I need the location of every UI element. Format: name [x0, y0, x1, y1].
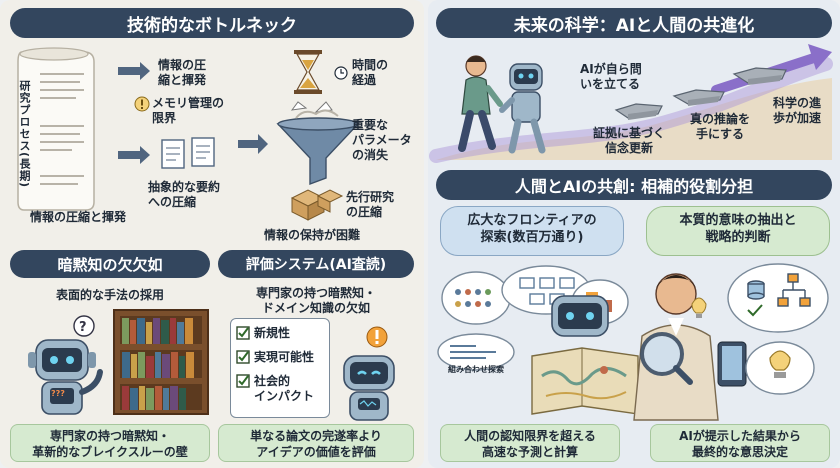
review-title: 評価システム(AI査読)	[218, 250, 414, 278]
scroll-caption: 情報の圧縮と揮発	[30, 210, 127, 224]
arrow-right-icon	[118, 62, 150, 80]
coop-title: 人間とAIの共創: 相補的役割分担	[436, 170, 832, 200]
thought-cloud-icon	[727, 263, 829, 395]
prior-work-label: 先行研究 の圧縮	[346, 190, 395, 219]
robot-icon	[343, 355, 395, 421]
tacit-subtitle: 表面的な手法の採用	[55, 288, 164, 302]
review-footer: 単なる論文の完遂率より アイデアの価値を評価	[218, 424, 414, 462]
svg-text:?: ?	[79, 320, 87, 335]
scroll-label: 研究プロセス(長期)	[18, 80, 31, 189]
tablet-icon	[717, 341, 747, 387]
human-footer: AIが提示した結果から 最終的な意思決定	[650, 424, 830, 462]
true-reasoning-label: 真の推論を 手にする	[689, 112, 750, 141]
retention-label: 情報の保持が困難	[264, 228, 361, 242]
robot-icon: ?	[28, 315, 103, 415]
future-title: 未来の科学：AIと人間の共進化	[436, 8, 832, 38]
robot-screen-text: ???	[51, 389, 65, 398]
hourglass-icon	[294, 50, 322, 94]
evidence-update-label: 証拠に基づく 信念更新	[592, 126, 665, 155]
checkbox-checked-icon	[236, 374, 250, 388]
memory-limit-label: メモリ管理の 限界	[152, 96, 225, 125]
clock-icon	[334, 66, 348, 80]
abstract-summary-label: 抽象的な要約 への圧縮	[148, 180, 221, 209]
warning-icon	[134, 96, 150, 112]
bookshelf-icon	[113, 309, 209, 415]
tacit-title: 暗黙知の欠欠如	[10, 250, 210, 278]
package-icon	[290, 189, 344, 221]
arrow-right-icon	[118, 146, 150, 164]
person-icon	[458, 55, 503, 152]
review-subtitle: 専門家の持つ暗黙知・ ドメイン知識の欠如	[255, 286, 376, 315]
acceleration-label: 科学の進 歩が加速	[772, 96, 821, 125]
alert-icon	[366, 326, 388, 348]
ai-footer: 人間の認知限界を超える 高速な予測と計算	[440, 424, 620, 462]
checkbox-checked-icon	[236, 326, 250, 340]
robot-icon	[499, 63, 546, 154]
combo-search-label: 組み合わせ探索	[448, 365, 504, 374]
ai-exploration-bubble: 広大なフロンティアの 探索(数百万通り)	[440, 206, 624, 256]
bottleneck-title: 技術的なボトルネック	[10, 8, 414, 38]
lightbulb-icon	[691, 297, 707, 318]
time-passage-label: 時間の 経過	[352, 58, 389, 87]
scroll-icon	[17, 47, 95, 211]
person-with-magnifier-icon	[633, 273, 719, 421]
robot-with-map-icon	[531, 295, 639, 415]
check-item-feasibility: 実現可能性	[254, 350, 315, 364]
human-judgment-bubble: 本質的意味の抽出と 戦略的判断	[646, 206, 830, 256]
ai-question-label: AIが自ら問 いを立てる	[580, 62, 642, 91]
arrow-right-icon	[238, 134, 268, 154]
checkbox-checked-icon	[236, 350, 250, 364]
check-item-novelty: 新規性	[254, 326, 291, 340]
funnel-icon	[276, 101, 360, 186]
documents-icon	[161, 137, 215, 169]
compress-top-label: 情報の圧 縮と揮発	[158, 58, 207, 87]
tacit-footer: 専門家の持つ暗黙知・ 革新的なブレイクスルーの壁	[10, 424, 210, 462]
check-item-impact: 社会的 インパクト	[254, 374, 315, 403]
parameter-loss-label: 重要な パラメータ の消失	[352, 118, 412, 162]
